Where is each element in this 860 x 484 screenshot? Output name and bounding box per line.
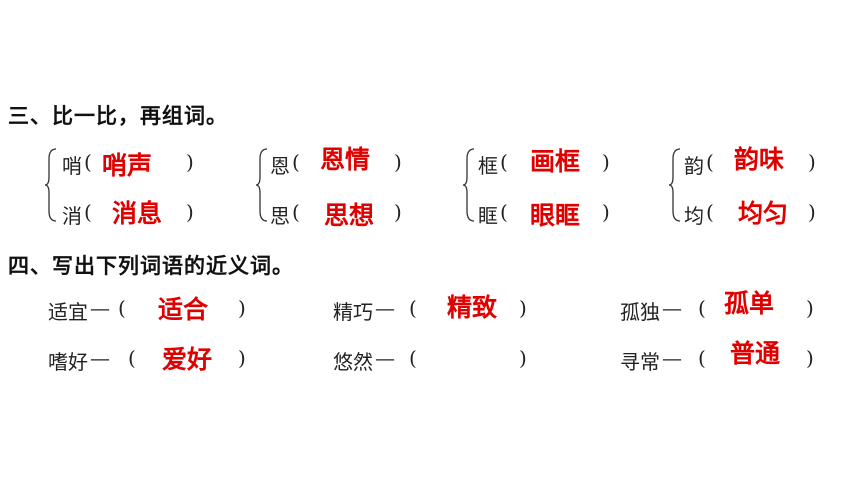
- open-paren: (: [500, 200, 508, 224]
- dash: —: [90, 296, 110, 320]
- dash: —: [375, 296, 395, 320]
- synonym-word: 寻常: [620, 350, 660, 374]
- brace-icon: [44, 148, 57, 222]
- compare-char: 均: [684, 204, 704, 228]
- close-paren: ): [519, 346, 527, 370]
- compare-char: 消: [62, 204, 82, 228]
- answer-text: 画框: [530, 147, 581, 176]
- open-paren: (: [84, 150, 92, 174]
- answer-text: 精致: [447, 293, 498, 322]
- synonym-word: 孤独: [620, 300, 660, 324]
- open-paren: (: [409, 346, 417, 370]
- close-paren: ): [602, 150, 610, 174]
- answer-text: 爱好: [162, 345, 213, 374]
- answer-text: 眼眶: [530, 201, 581, 230]
- open-paren: (: [706, 150, 714, 174]
- answer-text: 思想: [324, 201, 375, 230]
- compare-char: 哨: [62, 154, 82, 178]
- open-paren: (: [84, 200, 92, 224]
- close-paren: ): [519, 296, 527, 320]
- brace-icon: [668, 148, 681, 222]
- dash: —: [375, 346, 395, 370]
- compare-char: 韵: [684, 154, 704, 178]
- open-paren: (: [706, 200, 714, 224]
- compare-char: 思: [270, 204, 290, 228]
- section3-heading: 三、比一比，再组词。: [8, 104, 228, 128]
- open-paren: (: [698, 346, 706, 370]
- open-paren: (: [698, 296, 706, 320]
- close-paren: ): [808, 200, 816, 224]
- open-paren: (: [409, 296, 417, 320]
- close-paren: ): [806, 296, 814, 320]
- brace-icon: [462, 148, 475, 222]
- synonym-word: 适宜: [48, 300, 88, 324]
- synonym-word: 悠然: [333, 350, 373, 374]
- answer-text: 适合: [158, 295, 209, 324]
- answer-text: 消息: [112, 199, 163, 228]
- close-paren: ): [394, 150, 402, 174]
- close-paren: ): [394, 200, 402, 224]
- close-paren: ): [186, 200, 194, 224]
- answer-text: 均匀: [738, 199, 789, 228]
- brace-icon: [255, 148, 268, 222]
- answer-text: 韵味: [734, 145, 785, 174]
- dash: —: [662, 346, 682, 370]
- close-paren: ): [238, 296, 246, 320]
- open-paren: (: [128, 346, 136, 370]
- section4-heading: 四、写出下列词语的近义词。: [8, 254, 294, 278]
- compare-char: 框: [478, 154, 498, 178]
- close-paren: ): [238, 346, 246, 370]
- dash: —: [90, 346, 110, 370]
- open-paren: (: [292, 200, 300, 224]
- open-paren: (: [118, 296, 126, 320]
- compare-char: 眶: [478, 204, 498, 228]
- close-paren: ): [806, 346, 814, 370]
- close-paren: ): [602, 200, 610, 224]
- dash: —: [662, 296, 682, 320]
- answer-text: 哨声: [102, 151, 153, 180]
- close-paren: ): [808, 150, 816, 174]
- open-paren: (: [292, 150, 300, 174]
- open-paren: (: [500, 150, 508, 174]
- close-paren: ): [186, 150, 194, 174]
- answer-text: 普通: [730, 339, 781, 368]
- synonym-word: 精巧: [333, 300, 373, 324]
- answer-text: 孤单: [724, 289, 775, 318]
- answer-text: 恩情: [320, 145, 371, 174]
- synonym-word: 嗜好: [48, 350, 88, 374]
- compare-char: 恩: [270, 154, 290, 178]
